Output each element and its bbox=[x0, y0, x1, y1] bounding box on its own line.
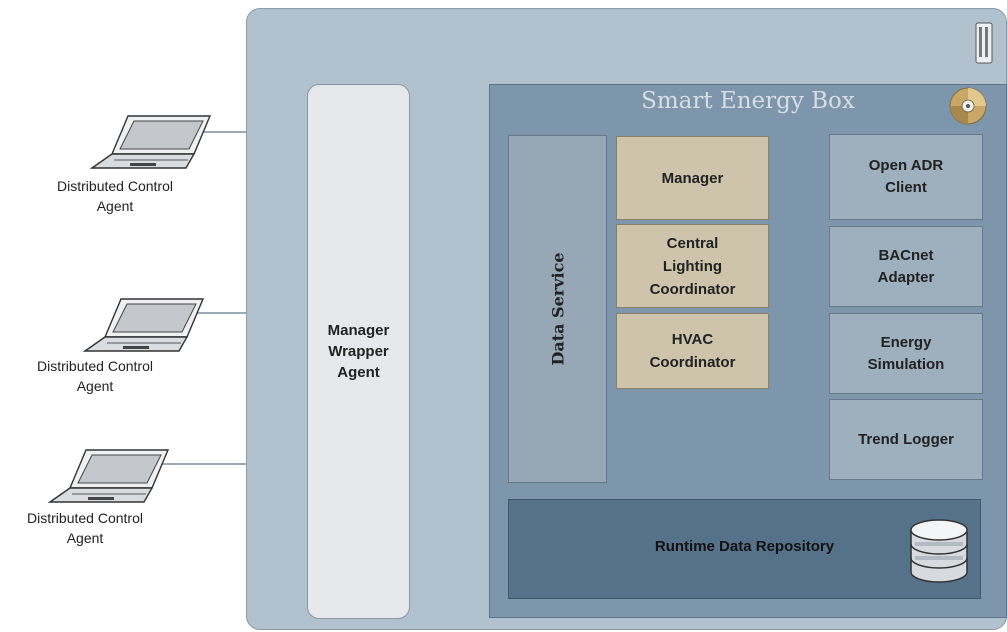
openadr-label-line: Client bbox=[885, 179, 927, 196]
smart-energy-box-title: Smart Energy Box bbox=[641, 88, 855, 114]
energy-label-line: Energy bbox=[880, 333, 932, 351]
openadr-label-line: Open ADR bbox=[868, 157, 944, 174]
agent-label-line: Agent bbox=[76, 378, 114, 394]
wrapper-label-line: Manager bbox=[327, 322, 390, 339]
data-service: Data Service bbox=[508, 135, 607, 483]
hvac-coordinator-block: HVAC Coordinator bbox=[616, 313, 769, 389]
trend-label: Trend Logger bbox=[858, 430, 954, 448]
manager-block: Manager bbox=[616, 136, 769, 220]
runtime-data-repository bbox=[508, 499, 981, 599]
agent-label-line: Agent bbox=[96, 198, 134, 214]
repository-label: Runtime Data Repository bbox=[654, 538, 835, 555]
clc-label-line: Coordinator bbox=[649, 280, 736, 298]
laptop-icon bbox=[83, 298, 205, 352]
manager-wrapper-agent: Manager Wrapper Agent bbox=[307, 84, 410, 619]
server-icon bbox=[975, 22, 993, 64]
disc-icon bbox=[949, 87, 987, 125]
wrapper-label-line: Wrapper bbox=[328, 343, 389, 360]
agent-label-line: Agent bbox=[66, 530, 104, 546]
energy-label-line: Simulation bbox=[867, 355, 945, 373]
bacnet-label-line: BACnet bbox=[878, 246, 934, 264]
database-icon bbox=[910, 519, 968, 583]
distributed-control-agent-label: Distributed Control Agent bbox=[0, 508, 170, 548]
clc-label-line: Central bbox=[666, 234, 719, 252]
open-adr-client-block: Open ADR Client bbox=[829, 134, 983, 220]
distributed-control-agent-label: Distributed Control Agent bbox=[30, 176, 200, 216]
agent-label-line: Distributed Control bbox=[57, 178, 173, 194]
hvac-label-line: HVAC bbox=[671, 331, 714, 348]
laptop-icon bbox=[48, 449, 170, 503]
clc-label-line: Lighting bbox=[662, 257, 723, 275]
wrapper-label-line: Agent bbox=[337, 364, 380, 381]
bacnet-adapter-block: BACnet Adapter bbox=[829, 226, 983, 307]
distributed-control-agent-label: Distributed Control Agent bbox=[10, 356, 180, 396]
manager-label: Manager bbox=[661, 169, 724, 187]
data-service-label: Data Service bbox=[548, 252, 567, 366]
central-lighting-coordinator-block: Central Lighting Coordinator bbox=[616, 224, 769, 308]
hvac-label-line: Coordinator bbox=[649, 354, 736, 371]
trend-logger-block: Trend Logger bbox=[829, 399, 983, 480]
agent-label-line: Distributed Control bbox=[27, 510, 143, 526]
laptop-icon bbox=[90, 115, 212, 169]
energy-simulation-block: Energy Simulation bbox=[829, 313, 983, 394]
bacnet-label-line: Adapter bbox=[877, 268, 935, 286]
agent-label-line: Distributed Control bbox=[37, 358, 153, 374]
